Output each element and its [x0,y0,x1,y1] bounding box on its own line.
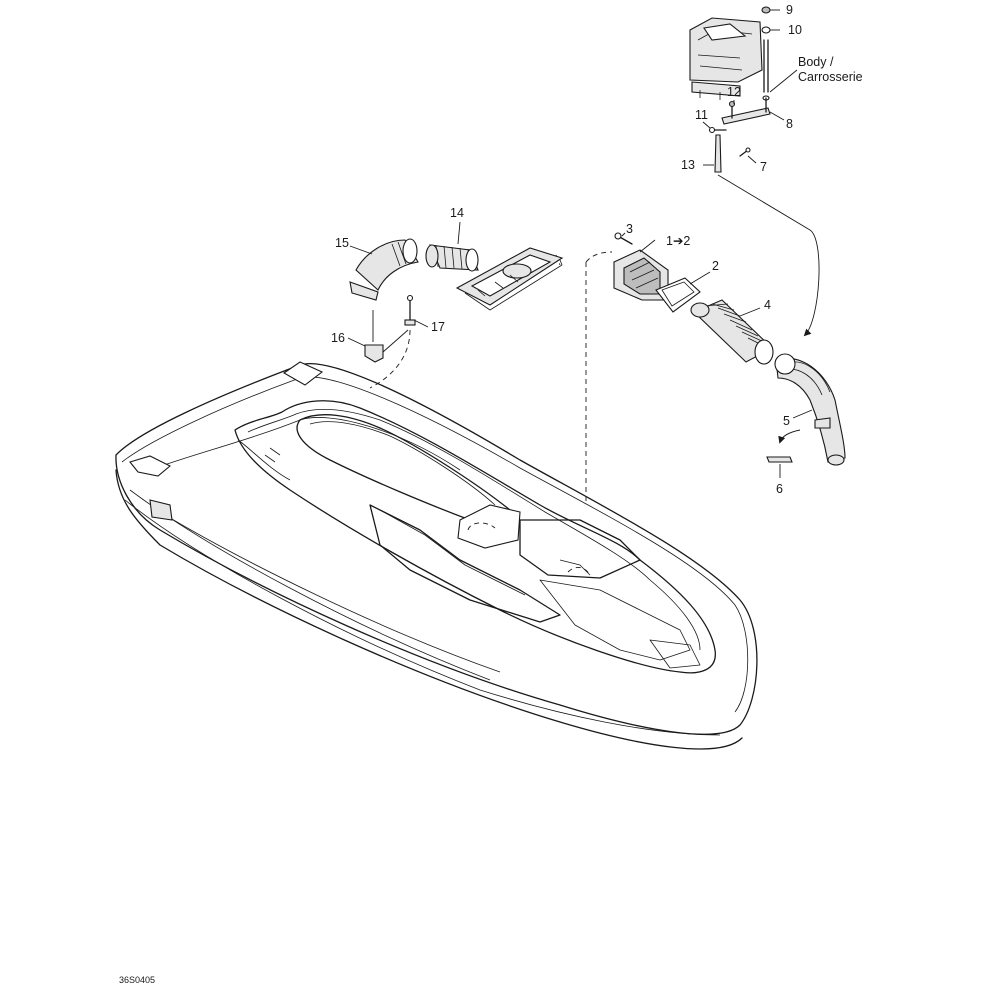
screw-17 [404,294,416,326]
bracket-8 [721,95,771,125]
callout-6: 6 [776,482,783,496]
intake-elbow-left [349,238,419,301]
callout-17: 17 [431,320,445,334]
callout-9: 9 [786,3,793,17]
callout-10: 10 [788,23,802,37]
callout-1: 1➔2 [666,234,690,248]
screw-7 [739,147,751,157]
callout-4: 4 [764,298,771,312]
callout-14: 14 [450,206,464,220]
drawing-code: 36S0405 [119,975,155,985]
intake-hose-left [425,244,479,272]
callout-7: 7 [760,160,767,174]
leader-lines [347,9,813,478]
rod-13 [714,134,722,173]
callout-2: 2 [712,259,719,273]
bracket-16 [364,310,409,363]
screw-11 [708,126,727,134]
clamp-6 [766,456,793,463]
watercraft-hull [115,361,758,750]
assembly-lines [369,174,820,576]
callout-5: 5 [783,414,790,428]
body-assembly [689,17,769,100]
outlet-elbow-5 [774,353,846,466]
callout-3: 3 [626,222,633,236]
screw-3 [614,232,633,245]
body-label-line2: Carrosserie [798,70,863,84]
callout-12: 12 [727,85,741,99]
gasket-2 [655,277,701,313]
body-label-line1: Body / [798,55,834,69]
stud-12 [728,100,736,119]
callout-16: 16 [331,331,345,345]
intake-grille-plate [455,247,564,311]
nut-9 [761,6,771,14]
adapter-1 [613,249,669,301]
callout-15: 15 [335,236,349,250]
callout-13: 13 [681,158,695,172]
callout-11: 11 [695,108,708,122]
corrugated-hose-4 [690,299,774,365]
washer-10 [761,26,771,34]
callout-8: 8 [786,117,793,131]
